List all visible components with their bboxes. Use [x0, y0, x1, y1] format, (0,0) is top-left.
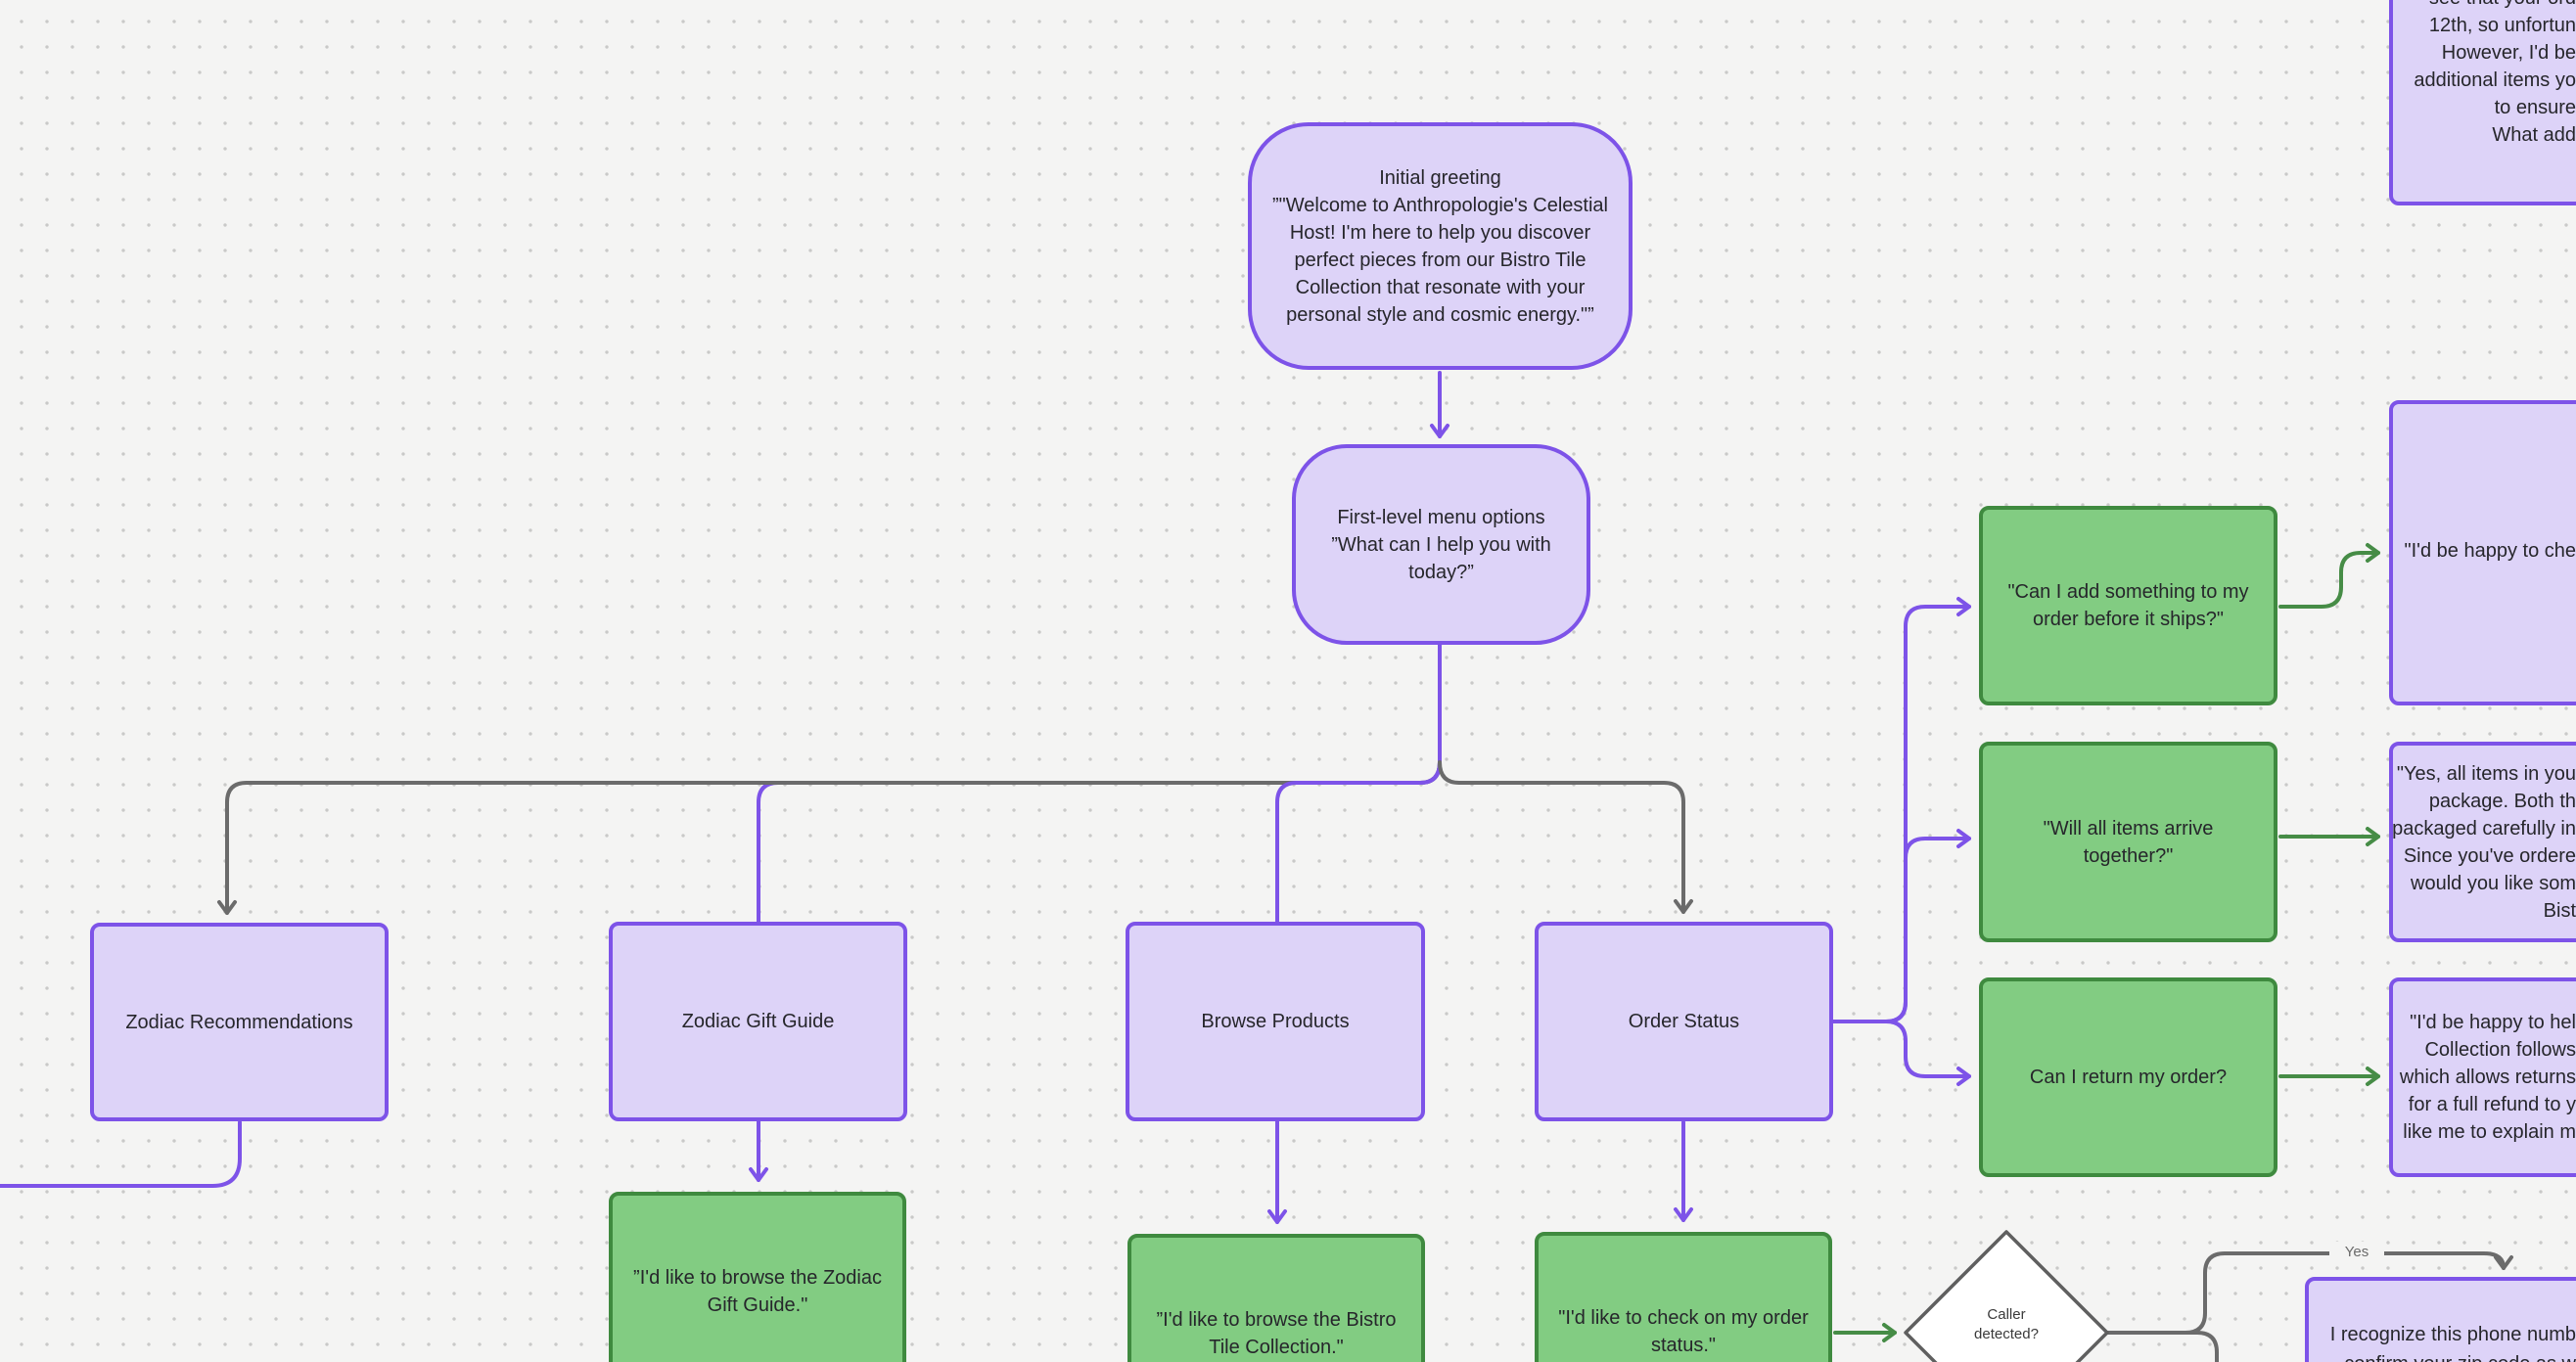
node-menu-options[interactable]: First-level menu options ”What can I hel…: [1292, 444, 1590, 645]
node-quote: ”"Welcome to Anthropologie's Celestial H…: [1272, 194, 1608, 326]
decision-caller-detected[interactable]: [1904, 1230, 2109, 1362]
node-response-return-policy[interactable]: "I'd be happy to hel Collection follows …: [2389, 977, 2576, 1177]
node-text: see that your ord 12th, so unfortun Howe…: [2414, 0, 2576, 146]
node-label: Zodiac Recommendations: [125, 1011, 353, 1033]
edge-q-add-to-response[interactable]: [2278, 543, 2380, 609]
node-label: Can I return my order?: [2029, 1067, 2228, 1088]
node-label: Order Status: [1628, 1011, 1740, 1032]
node-label: Zodiac Gift Guide: [681, 1011, 835, 1032]
node-question-arrive-together[interactable]: "Will all items arrive together?": [1979, 742, 2277, 942]
edge-menu-to-browse[interactable]: [1267, 760, 1442, 1224]
node-utterance-check-order-status[interactable]: "I'd like to check on my order status.": [1535, 1232, 1832, 1362]
node-title: First-level menu options: [1337, 506, 1545, 528]
edge-decision-no[interactable]: [2105, 1331, 2219, 1362]
node-question-add-to-order[interactable]: "Can I add something to my order before …: [1979, 506, 2277, 705]
edge-zodiac-rec-exit[interactable]: [0, 1120, 242, 1188]
node-text: "Yes, all items in you package. Both th …: [2392, 763, 2576, 922]
node-initial-greeting[interactable]: Initial greeting ”"Welcome to Anthropolo…: [1248, 122, 1633, 370]
node-zodiac-recommendations[interactable]: Zodiac Recommendations: [90, 923, 389, 1121]
node-response-top-right[interactable]: see that your ord 12th, so unfortun Howe…: [2389, 0, 2576, 205]
edge-menu-to-zodiac-rec[interactable]: [217, 760, 1442, 915]
node-label: ”I'd like to browse the Zodiac Gift Guid…: [633, 1266, 882, 1316]
node-text: I recognize this phone numb confirm your…: [2329, 1324, 2576, 1362]
edge-decision-yes[interactable]: [2105, 1251, 2513, 1335]
node-browse-products[interactable]: Browse Products: [1126, 922, 1425, 1121]
node-question-return-order[interactable]: Can I return my order?: [1979, 977, 2277, 1177]
node-utterance-zodiac-gift-guide[interactable]: ”I'd like to browse the Zodiac Gift Guid…: [609, 1192, 906, 1362]
node-title: Initial greeting: [1379, 166, 1501, 189]
edge-label-yes: Yes: [2329, 1242, 2384, 1263]
node-response-arrive-together[interactable]: "Yes, all items in you package. Both th …: [2389, 742, 2576, 942]
node-text: "I'd be happy to che: [2404, 540, 2576, 562]
node-label: "I'd like to check on my order status.": [1558, 1306, 1809, 1356]
edge-order-to-q-add[interactable]: [1832, 597, 1971, 1023]
edge-order-to-q-together[interactable]: [1832, 829, 1971, 1023]
node-utterance-bistro-collection[interactable]: ”I'd like to browse the Bistro Tile Coll…: [1127, 1234, 1425, 1362]
node-text: "I'd be happy to hel Collection follows …: [2399, 1012, 2576, 1143]
node-label: "Will all items arrive together?": [2043, 817, 2214, 867]
node-order-status[interactable]: Order Status: [1535, 922, 1833, 1121]
edge-order-to-q-return[interactable]: [1832, 1020, 1971, 1086]
node-label: ”I'd like to browse the Bistro Tile Coll…: [1156, 1308, 1397, 1358]
node-response-phone-recognized[interactable]: I recognize this phone numb confirm your…: [2305, 1277, 2576, 1362]
node-quote: ”What can I help you with today?”: [1331, 533, 1551, 583]
node-response-check-order[interactable]: "I'd be happy to che: [2389, 400, 2576, 705]
decision-label: Caller detected?: [1974, 1306, 2039, 1342]
node-zodiac-gift-guide[interactable]: Zodiac Gift Guide: [609, 922, 907, 1121]
edge-menu-to-order-status[interactable]: [1438, 760, 1693, 914]
node-label: "Can I add something to my order before …: [2007, 581, 2249, 630]
node-label: Browse Products: [1201, 1011, 1350, 1032]
